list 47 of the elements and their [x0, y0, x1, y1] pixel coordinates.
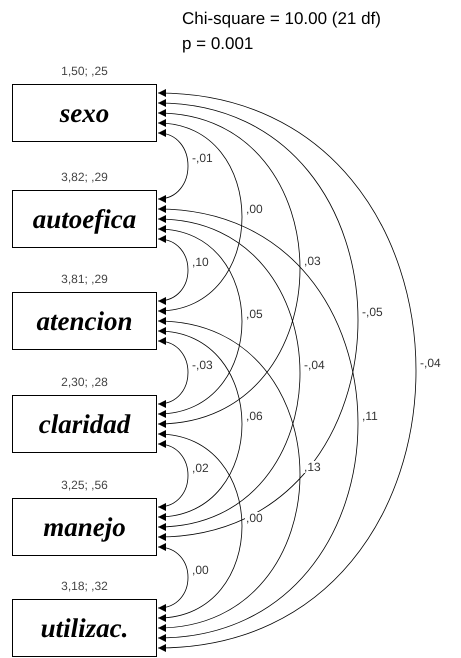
edge-label: ,00	[245, 203, 264, 215]
mean-variance-label: 3,82; ,29	[61, 169, 108, 186]
variable-name: claridad	[38, 410, 130, 438]
covariance-arrow	[158, 236, 188, 304]
mean-variance-label: 3,25; ,56	[61, 477, 108, 494]
edge-label: ,13	[303, 460, 322, 472]
edge-label: ,03	[303, 254, 322, 266]
covariance-arrow	[158, 110, 300, 427]
covariance-arrow	[158, 216, 300, 530]
edge-label: ,06	[245, 410, 264, 422]
variable-box	[12, 190, 157, 248]
fit-statistic: p = 0.001	[182, 33, 254, 55]
covariance-arrow	[158, 431, 242, 621]
mean-variance-label: 1,50; ,25	[61, 63, 108, 80]
variable-box	[12, 84, 157, 142]
variable-name: atencion	[36, 308, 132, 334]
covariance-arrow	[158, 226, 242, 417]
edge-label: ,00	[191, 564, 210, 576]
edge-label: -,04	[419, 356, 442, 368]
covariance-arrow	[158, 544, 188, 611]
edge-label: -,03	[191, 358, 214, 370]
covariance-arrow	[158, 130, 188, 202]
variable-box	[12, 292, 157, 350]
mean-variance-label: 2,30; ,28	[61, 374, 108, 391]
mean-variance-label: 3,18; ,32	[61, 578, 108, 595]
edge-label: ,02	[191, 462, 210, 474]
edge-label: -,04	[303, 359, 326, 371]
covariance-arrow	[158, 338, 188, 407]
edge-label: ,11	[361, 410, 379, 422]
edge-label: ,05	[245, 308, 264, 320]
edge-label: ,00	[245, 512, 264, 524]
variable-box	[12, 498, 157, 556]
variable-name: manejo	[43, 514, 126, 540]
covariance-arrow	[158, 328, 242, 520]
edge-label: ,10	[191, 256, 210, 268]
variable-box	[12, 395, 157, 453]
fit-statistic: Chi-square = 10.00 (21 df)	[182, 8, 381, 30]
mean-variance-label: 3,81; ,29	[61, 271, 108, 288]
edge-label: -,01	[191, 152, 214, 164]
variable-box	[12, 599, 157, 657]
variable-name: utilizac.	[40, 614, 128, 642]
covariance-arrow	[158, 318, 300, 631]
variable-name: sexo	[60, 100, 110, 126]
variable-name: autoefica	[32, 206, 136, 232]
edge-label: -,05	[361, 306, 384, 318]
covariance-arrow	[158, 120, 242, 314]
covariance-arrow	[158, 441, 188, 510]
